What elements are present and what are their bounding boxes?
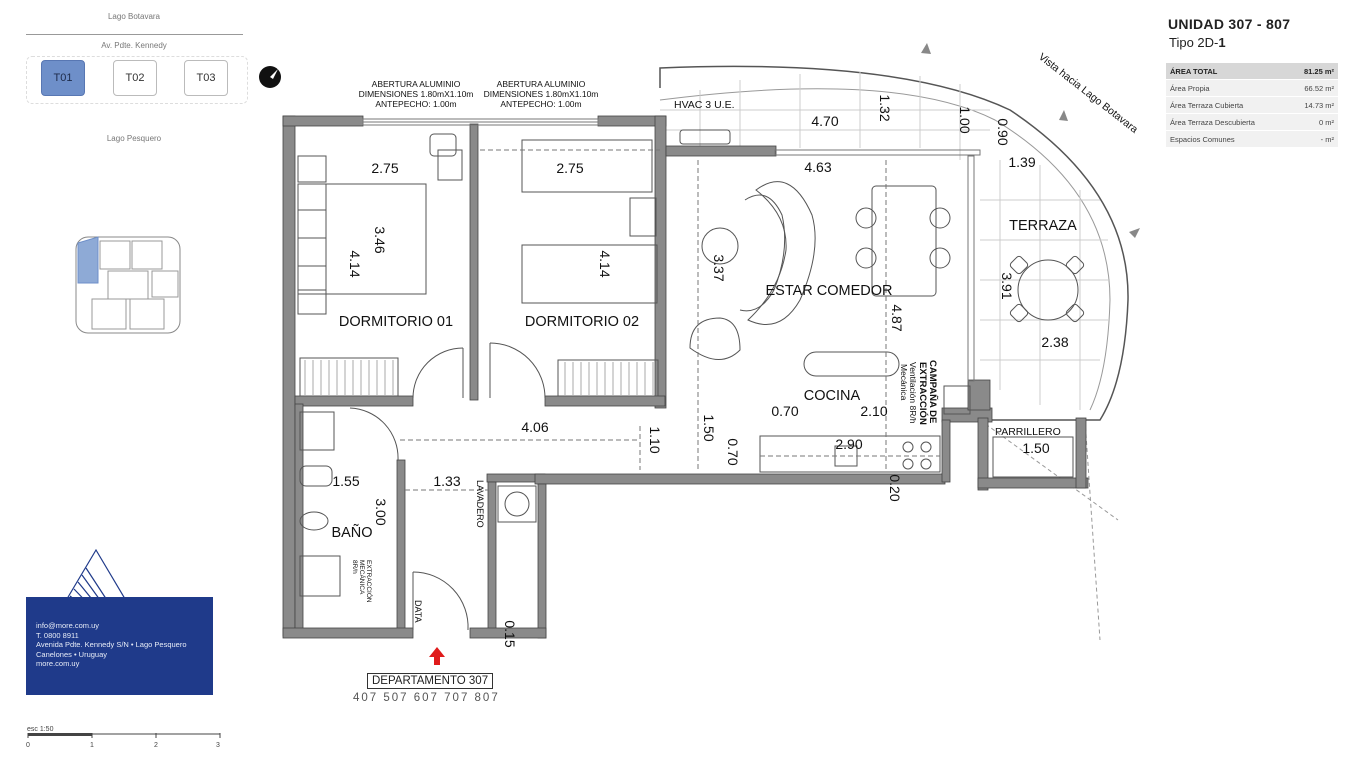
room-data: DATA: [413, 600, 423, 623]
area-row: Espacios Comunes- m²: [1166, 131, 1338, 148]
dim-bano-h: 3.00: [373, 498, 389, 525]
scale-tick-2: 2: [154, 742, 158, 749]
unit-type-number: 1: [1218, 35, 1226, 50]
dim-d2-height: 4.14: [597, 250, 613, 277]
scale-label: esc 1:50: [27, 726, 54, 733]
key-plan: [75, 236, 181, 334]
room-cocina: COCINA: [804, 388, 861, 404]
dim-hall-h: 1.10: [647, 426, 663, 453]
room-bano: BAÑO: [331, 524, 372, 541]
window-note-1-line2: DIMENSIONES 1.80mX1.10m: [359, 89, 474, 99]
room-dormitorio-02: DORMITORIO 02: [525, 314, 639, 330]
dim-terr-w: 1.39: [1008, 154, 1035, 170]
unit-type: Tipo 2D-1: [1169, 35, 1226, 50]
dim-hall: 4.06: [521, 419, 548, 435]
view-label: Vista hacia Lago Botavara: [1036, 51, 1140, 136]
window-note-1-line3: ANTEPECHO: 1.00m: [375, 99, 456, 109]
campana-line3: Ventilación 8R/h: [908, 362, 918, 424]
dim-bano-w: 1.55: [332, 473, 359, 489]
dim-coc-b: 2.10: [860, 403, 887, 419]
dim-terr-v1: 1.32: [877, 94, 893, 121]
room-estar-comedor: ESTAR COMEDOR: [765, 283, 892, 299]
dim-estar-h: 4.87: [889, 304, 905, 331]
dim-terr-top: 4.70: [811, 113, 838, 129]
site-outline: [26, 56, 248, 104]
dim-coc-c: 2.90: [835, 436, 862, 452]
compass-icon: [259, 66, 281, 88]
dim-d1-width: 2.75: [371, 160, 398, 176]
extraccion-line2: MECÁNICA: [358, 560, 367, 595]
extraccion-line3: 8R/h: [351, 560, 358, 574]
contact-card: info@more.com.uy T. 0800 8911 Avenida Pd…: [26, 597, 213, 695]
dim-coc-d: 1.50: [701, 414, 717, 441]
site-top-label: Lago Botavara: [107, 12, 161, 21]
dim-terr-h: 3.91: [999, 272, 1015, 299]
contact-address: Avenida Pdte. Kennedy S/N • Lago Pesquer…: [36, 640, 187, 649]
site-bottom-label: Lago Pesquero: [106, 134, 162, 143]
scale-bar: 0 1 2 3: [26, 733, 221, 749]
tower-t03[interactable]: T03: [184, 60, 228, 96]
extraccion-line1: EXTRACCIÓN: [365, 560, 374, 603]
room-hvac: HVAC 3 U.E.: [674, 99, 735, 111]
scale-tick-0: 0: [26, 742, 30, 749]
dim-estar-w: 4.63: [804, 159, 831, 175]
window-note-2-line3: ANTEPECHO: 1.00m: [500, 99, 581, 109]
window-note-2-line1: ABERTURA ALUMINIO: [497, 79, 586, 89]
department-list: 407 507 607 707 807: [353, 692, 500, 704]
contact-city: Canelones • Uruguay: [36, 649, 108, 659]
room-terraza: TERRAZA: [1009, 218, 1077, 234]
tower-t01[interactable]: T01: [41, 60, 85, 96]
dim-estar-left: 3.37: [711, 254, 727, 281]
unit-type-prefix: Tipo 2D-: [1169, 35, 1219, 50]
tower-t02[interactable]: T02: [113, 60, 157, 96]
contact-email[interactable]: info@more.com.uy: [36, 621, 100, 630]
dim-coc-a: 0.70: [771, 403, 798, 419]
contact-web[interactable]: more.com.uy: [36, 659, 80, 668]
window-note-1-line1: ABERTURA ALUMINIO: [372, 79, 461, 89]
site-divider: [26, 34, 243, 35]
dim-d2-width: 2.75: [556, 160, 583, 176]
contact-phone: T. 0800 8911: [36, 630, 79, 640]
dim-d1-h2: 4.14: [347, 250, 363, 277]
department-label: DEPARTAMENTO 307: [367, 673, 494, 689]
entry-arrow-icon: [429, 647, 445, 665]
scale-tick-3: 3: [216, 742, 220, 749]
dim-coc-f: 0.20: [887, 474, 903, 501]
dim-hall2: 1.33: [433, 473, 460, 489]
scale-tick-1: 1: [90, 742, 94, 749]
window-note-2-line2: DIMENSIONES 1.80mX1.10m: [484, 89, 599, 99]
campana-line1: CAMPAÑA DE: [927, 360, 938, 423]
room-parrillero: PARRILLERO: [995, 426, 1061, 438]
dim-terr-v3: 0.90: [995, 118, 1011, 145]
dim-d1-h1: 3.46: [372, 226, 388, 253]
dim-parrillero: 1.50: [1022, 440, 1049, 456]
site-street-label: Av. Pdte. Kennedy: [101, 41, 167, 50]
campana-line2: EXTRACCIÓN: [917, 362, 929, 425]
campana-line4: Mecánica: [899, 364, 909, 401]
dim-coc-e: 0.70: [725, 438, 741, 465]
room-lavadero: LAVADERO: [475, 480, 485, 528]
dim-terr-v2: 1.00: [957, 106, 973, 133]
dim-door-small: 0.15: [502, 620, 518, 647]
room-dormitorio-01: DORMITORIO 01: [339, 314, 453, 330]
dim-terr-w2: 2.38: [1041, 334, 1068, 350]
unit-title: UNIDAD 307 - 807: [1168, 16, 1291, 32]
